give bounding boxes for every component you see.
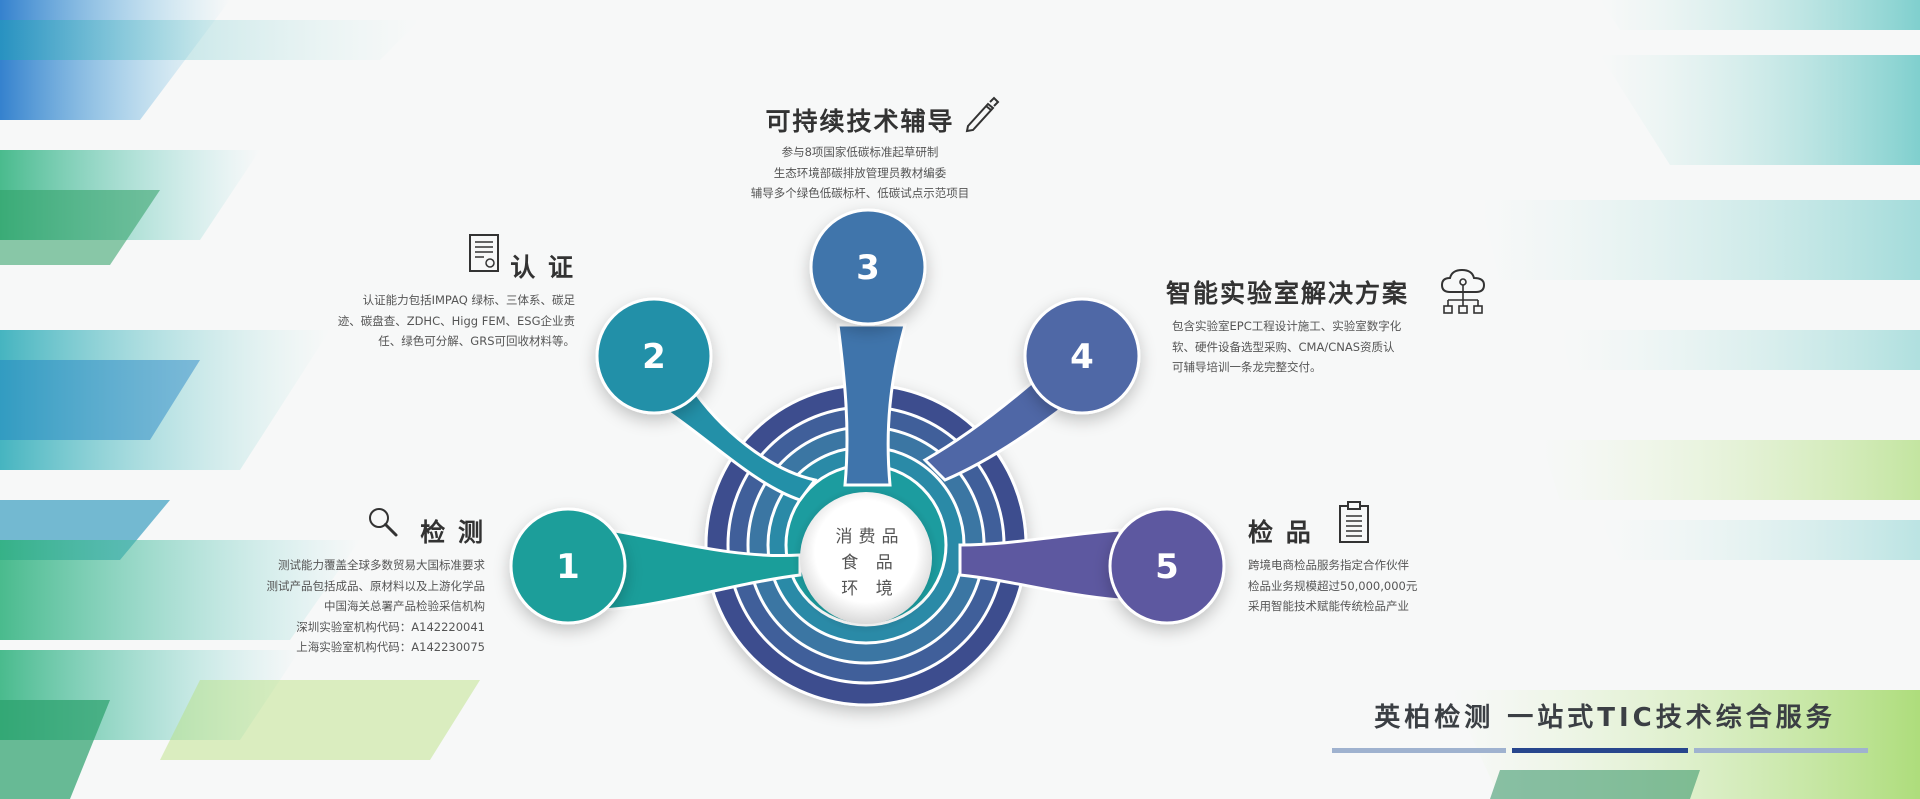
node-number-5: 5: [1155, 547, 1179, 587]
footer-bar-right: [1694, 748, 1868, 753]
center-text-line3: 环 境: [841, 579, 898, 599]
connector-3: [836, 323, 907, 487]
section-inspection-line: 采用智能技术赋能传统检品产业: [1248, 599, 1409, 613]
section-inspection: 检 品 跨境电商检品服务指定合作伙伴 检品业务规模超过50,000,000元 采…: [1248, 513, 1498, 617]
center-hole: [800, 492, 932, 624]
node-number-3: 3: [856, 248, 880, 288]
section-smartlab-line: 可辅导培训一条龙完整交付。: [1172, 360, 1322, 374]
node-5: [1108, 507, 1226, 625]
section-inspection-line: 跨境电商检品服务指定合作伙伴: [1248, 558, 1409, 572]
section-testing: 检 测 测试能力覆盖全球多数贸易大国标准要求 测试产品包括成品、原材料以及上游化…: [235, 513, 486, 658]
section-smartlab-title: 智能实验室解决方案: [1166, 279, 1410, 308]
clipboard-icon: [1339, 501, 1369, 543]
center-text-line2: 食 品: [841, 553, 898, 573]
section-smartlab: 智能实验室解决方案 包含实验室EPC工程设计施工、实验室数字化 软、硬件设备选型…: [1166, 274, 1456, 378]
footer-title: 英柏检测 一站式TIC技术综合服务: [1374, 703, 1836, 733]
section-inspection-line: 检品业务规模超过50,000,000元: [1248, 578, 1418, 593]
node-number-4: 4: [1070, 337, 1094, 377]
pen-icon: [965, 96, 1000, 133]
cloud-network-icon: [1440, 268, 1486, 314]
section-sustainable-title: 可持续技术辅导: [765, 107, 955, 136]
section-smartlab-line: 软、硬件设备选型采购、CMA/CNAS资质认: [1172, 339, 1395, 354]
section-testing-line: 深圳实验室机构代码：A142220041: [296, 619, 485, 634]
connector-4: [922, 377, 1063, 482]
section-certification-line: 认证能力包括IMPAQ 绿标、三体系、碳足: [362, 293, 575, 307]
section-smartlab-line: 包含实验室EPC工程设计施工、实验室数字化: [1172, 319, 1402, 333]
magnifier-icon: [369, 508, 398, 537]
section-sustainable: 可持续技术辅导 参与8项国家低碳标准起草研制 生态环境部碳排放管理员教材编委 辅…: [740, 102, 980, 204]
connector-2: [662, 382, 818, 502]
section-sustainable-line: 生态环境部碳排放管理员教材编委: [773, 165, 947, 180]
node-2: [595, 297, 713, 415]
certificate-icon: [469, 234, 499, 272]
section-certification: 认 证 认证能力包括IMPAQ 绿标、三体系、碳足 迹、碳盘查、ZDHC、Hig…: [335, 248, 575, 352]
node-number-1: 1: [556, 547, 580, 587]
petal-connectors: [566, 323, 1122, 613]
section-testing-line: 测试能力覆盖全球多数贸易大国标准要求: [278, 558, 485, 572]
section-certification-line: 任、绿色可分解、GRS可回收材料等。: [378, 334, 575, 348]
section-sustainable-line: 参与8项国家低碳标准起草研制: [781, 145, 939, 159]
section-testing-title: 检 测: [420, 518, 485, 547]
section-sustainable-line: 辅导多个绿色低碳标杆、低碳试点示范项目: [750, 186, 970, 200]
center-text-line1: 消费品: [836, 527, 905, 547]
node-4: [1023, 297, 1141, 415]
section-certification-line: 迹、碳盘查、ZDHC、Higg FEM、ESG企业责: [337, 313, 575, 328]
section-certification-title: 认 证: [510, 253, 575, 282]
footer-bar-left: [1332, 748, 1506, 753]
footer-bar-middle: [1512, 748, 1688, 753]
section-testing-line: 测试产品包括成品、原材料以及上游化学品: [266, 578, 486, 593]
connector-5: [958, 528, 1122, 602]
section-testing-line: 中国海关总署产品检验采信机构: [324, 599, 485, 613]
section-testing-line: 上海实验室机构代码：A142230075: [296, 640, 485, 654]
node-1: [509, 507, 627, 625]
node-3: [809, 208, 927, 326]
node-number-2: 2: [642, 337, 666, 377]
section-inspection-title: 检 品: [1248, 518, 1313, 547]
